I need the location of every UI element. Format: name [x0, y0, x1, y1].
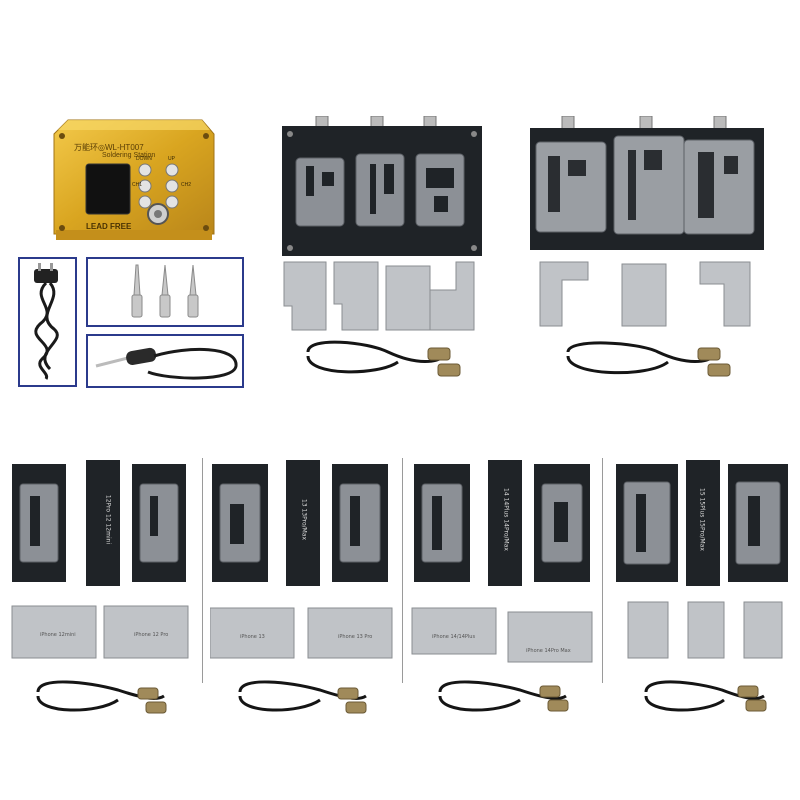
station-btn-up-label: UP	[168, 156, 175, 162]
set-3-stencil-right: iPhone 14Pro Max	[526, 648, 571, 654]
station-model: WL-HT007	[104, 143, 144, 152]
power-cord-image	[34, 263, 59, 380]
bottom-set-4: 15 15Plus 15Pro/Max	[612, 456, 794, 726]
set-1-center-label: 12Pro 12 12mini	[104, 494, 112, 545]
station-brand-cn: 万能环◎	[74, 143, 105, 152]
bottom-set-2: 13 13Pro/Max iPhone 13 iPhone 13 Pro	[210, 456, 400, 726]
solder-tips-frame	[86, 257, 244, 327]
set-4-center-label: 15 15Plus 15Pro/Max	[698, 488, 706, 551]
bottom-set-3: 14 14Plus 14Pro/Max iPhone 14/14Plus iPh…	[410, 456, 600, 726]
handpiece-frame	[86, 334, 244, 388]
divider-3	[602, 458, 603, 683]
set-2-stencil-right: iPhone 13 Pro	[338, 634, 373, 640]
station-subtitle: Soldering Station	[102, 152, 156, 159]
soldering-station: 万能环◎WL-HT007 Soldering Station DOWN UP C…	[50, 112, 218, 246]
bottom-set-1: 12Pro 12 12mini iPhone 12mini iPhone 12 …	[8, 456, 198, 726]
set-1-stencil-left: iPhone 12mini	[40, 632, 76, 638]
top-middle-fixture-set	[278, 116, 488, 386]
set-3-stencil-left: iPhone 14/14Plus	[432, 634, 476, 640]
set-1-stencil-right: iPhone 12 Pro	[134, 632, 169, 638]
set-2-stencil-left: iPhone 13	[240, 634, 265, 640]
station-brand: 万能环◎WL-HT007	[74, 142, 144, 153]
station-ch2-label: CH2	[181, 182, 192, 188]
set-2-center-label: 13 13Pro/Max	[300, 498, 308, 541]
top-right-fixture-set	[528, 116, 768, 386]
handpiece-image	[95, 347, 238, 380]
divider-2	[402, 458, 403, 683]
station-footer: LEAD FREE	[86, 222, 132, 231]
station-ch1-label: CH1	[132, 182, 143, 188]
divider-1	[202, 458, 203, 683]
power-cord-frame	[18, 257, 77, 387]
station-btn-down-label: DOWN	[136, 156, 152, 162]
solder-tips-image	[131, 264, 199, 318]
set-3-center-label: 14 14Plus 14Pro/Max	[502, 488, 510, 551]
